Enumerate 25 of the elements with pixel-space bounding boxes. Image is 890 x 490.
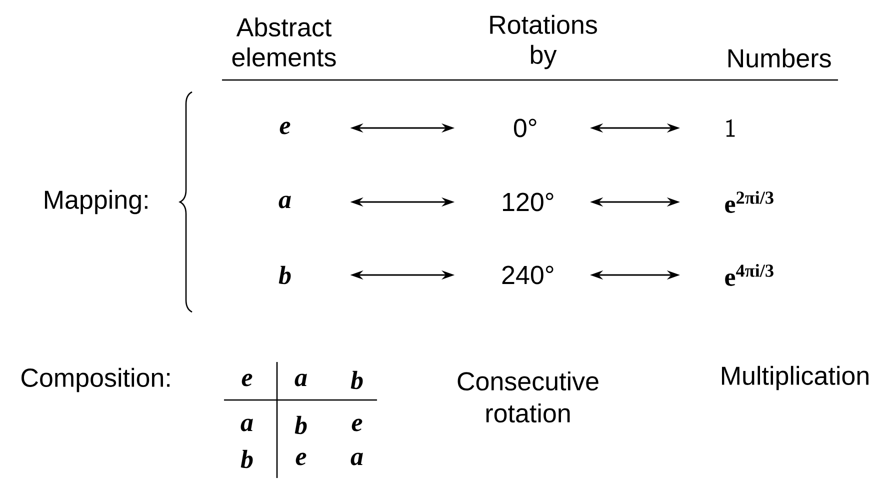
column-header: Abstract elements — [232, 17, 336, 67]
math-term: 0° — [514, 118, 536, 138]
column-header: Numbers — [728, 48, 831, 68]
table-cell: e — [352, 418, 362, 432]
table-cell: e — [296, 452, 306, 466]
row-label: Mapping: — [44, 190, 148, 214]
operation-label: Multiplication — [722, 366, 868, 390]
column-header: Rotations by — [490, 14, 597, 70]
table-cell: a — [240, 418, 253, 432]
table-cell: a — [350, 452, 363, 466]
table-cell: a — [294, 374, 307, 386]
table-cell: b — [294, 416, 307, 434]
math-term: 1 — [726, 119, 735, 137]
operation-label: Consecutive rotation — [458, 371, 598, 423]
math-term: 240° — [502, 266, 554, 284]
table-cell: e — [242, 374, 252, 386]
table-cell: b — [240, 450, 253, 468]
math-term: a — [278, 196, 291, 208]
math-term: e — [280, 122, 290, 134]
math-term: 120° — [503, 192, 554, 212]
math-term: e$^{4πi/3}$ — [725, 264, 774, 286]
row-label: Composition: — [22, 368, 170, 392]
math-term: e$^{2πi/3}$ — [725, 191, 774, 213]
table-cell: b — [350, 370, 363, 390]
math-term: b — [278, 266, 291, 284]
